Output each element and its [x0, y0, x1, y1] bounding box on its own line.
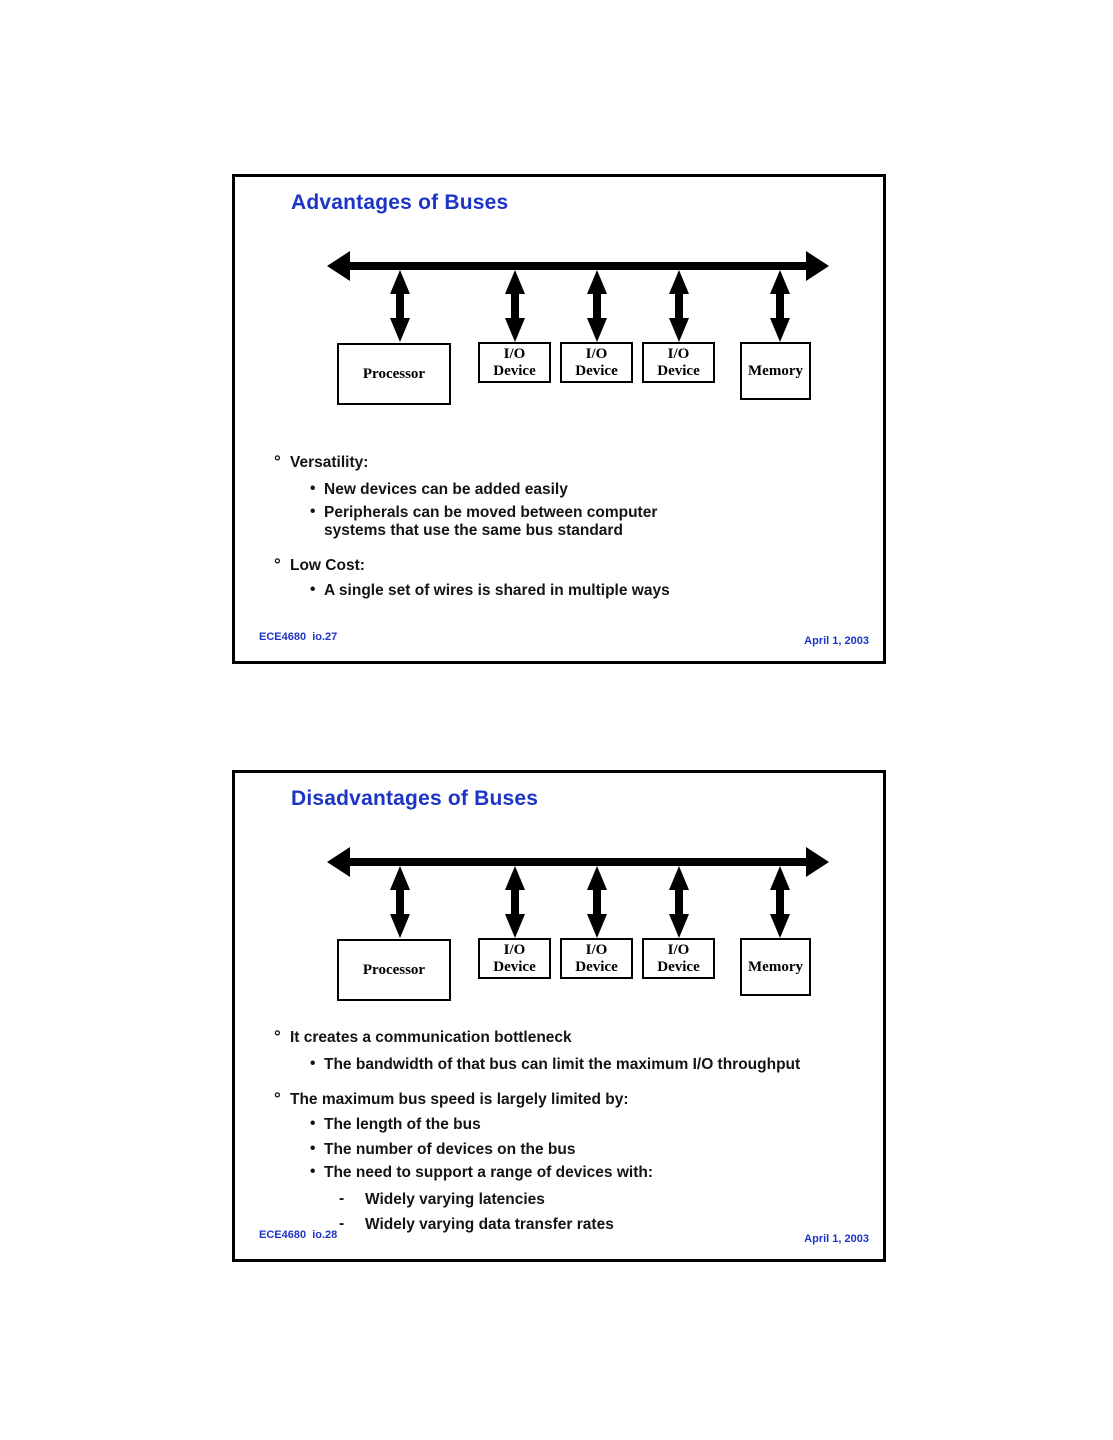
processor-box: Processor — [337, 343, 451, 405]
degree-bullet-icon: ° — [274, 555, 281, 574]
arrow-shaft — [396, 888, 404, 916]
double-arrow-icon — [770, 270, 790, 342]
bullet-item: °It creates a communication bottleneck — [274, 1027, 572, 1047]
arrow-shaft — [593, 888, 601, 916]
dot-bullet-icon: • — [310, 1055, 316, 1072]
arrowhead-down-icon — [669, 914, 689, 938]
bullet-item: •Peripherals can be moved between comput… — [310, 503, 658, 539]
dash-bullet-icon: - — [339, 1190, 345, 1207]
memory-box: Memory — [740, 938, 811, 996]
slide-footer-date: April 1, 2003 — [804, 1233, 869, 1245]
bullet-item: •The need to support a range of devices … — [310, 1163, 653, 1181]
arrowhead-up-icon — [505, 270, 525, 294]
double-arrow-icon — [505, 270, 525, 342]
arrowhead-down-icon — [587, 318, 607, 342]
arrow-shaft — [593, 292, 601, 320]
arrowhead-up-icon — [669, 866, 689, 890]
arrowhead-down-icon — [770, 318, 790, 342]
arrowhead-up-icon — [770, 866, 790, 890]
dot-bullet-icon: • — [310, 1163, 316, 1180]
degree-bullet-icon: ° — [274, 1027, 281, 1046]
bullet-item: °Versatility: — [274, 452, 369, 472]
processor-box: Processor — [337, 939, 451, 1001]
double-arrow-icon — [390, 270, 410, 342]
bullet-item: -Widely varying data transfer rates — [339, 1215, 614, 1233]
bus-line — [348, 262, 808, 270]
double-arrow-icon — [587, 270, 607, 342]
arrow-shaft — [511, 292, 519, 320]
double-arrow-icon — [770, 866, 790, 938]
bullet-item: •The bandwidth of that bus can limit the… — [310, 1055, 801, 1073]
arrow-shaft — [396, 292, 404, 320]
io-device-box: I/O Device — [642, 342, 715, 383]
arrow-shaft — [776, 292, 784, 320]
arrowhead-down-icon — [390, 318, 410, 342]
dot-bullet-icon: • — [310, 1140, 316, 1157]
arrow-shaft — [675, 292, 683, 320]
double-arrow-icon — [587, 866, 607, 938]
dot-bullet-icon: • — [310, 1115, 316, 1132]
arrowhead-down-icon — [505, 318, 525, 342]
double-arrow-icon — [390, 866, 410, 938]
slide-footer-date: April 1, 2003 — [804, 635, 869, 647]
arrowhead-up-icon — [587, 270, 607, 294]
memory-box: Memory — [740, 342, 811, 400]
bullet-item: •The number of devices on the bus — [310, 1140, 576, 1158]
bus-diagram: Processor I/O Device I/O Device I/O Devi… — [235, 177, 883, 412]
arrow-shaft — [776, 888, 784, 916]
dot-bullet-icon: • — [310, 581, 316, 598]
arrowhead-down-icon — [390, 914, 410, 938]
arrowhead-down-icon — [505, 914, 525, 938]
double-arrow-icon — [505, 866, 525, 938]
bus-left-arrowhead-icon — [327, 847, 350, 877]
io-device-box: I/O Device — [560, 938, 633, 979]
bus-right-arrowhead-icon — [806, 847, 829, 877]
bus-left-arrowhead-icon — [327, 251, 350, 281]
arrowhead-up-icon — [390, 866, 410, 890]
bullet-item: •The length of the bus — [310, 1115, 481, 1133]
arrowhead-down-icon — [669, 318, 689, 342]
slide-footer-id: ECE4680 io.27 — [259, 631, 338, 643]
double-arrow-icon — [669, 270, 689, 342]
bullet-item: -Widely varying latencies — [339, 1190, 545, 1208]
arrowhead-up-icon — [390, 270, 410, 294]
arrowhead-up-icon — [770, 270, 790, 294]
io-device-box: I/O Device — [560, 342, 633, 383]
slide-disadvantages-of-buses: Disadvantages of Buses Processor I/O Dev… — [232, 770, 886, 1262]
slide-title: Disadvantages of Buses — [291, 787, 539, 810]
bullet-item: •A single set of wires is shared in mult… — [310, 581, 670, 599]
double-arrow-icon — [669, 866, 689, 938]
slide-footer-id: ECE4680 io.28 — [259, 1229, 338, 1241]
bus-line — [348, 858, 808, 866]
slide-advantages-of-buses: Advantages of Buses Processor I/O Device… — [232, 174, 886, 664]
io-device-box: I/O Device — [642, 938, 715, 979]
bullet-item: •New devices can be added easily — [310, 480, 568, 498]
dot-bullet-icon: • — [310, 503, 316, 520]
dash-bullet-icon: - — [339, 1215, 345, 1232]
slide-title: Advantages of Buses — [291, 191, 509, 214]
io-device-box: I/O Device — [478, 938, 551, 979]
arrowhead-down-icon — [770, 914, 790, 938]
bus-right-arrowhead-icon — [806, 251, 829, 281]
arrowhead-up-icon — [587, 866, 607, 890]
degree-bullet-icon: ° — [274, 1089, 281, 1108]
bullet-item: °Low Cost: — [274, 555, 365, 575]
dot-bullet-icon: • — [310, 480, 316, 497]
arrowhead-up-icon — [505, 866, 525, 890]
arrow-shaft — [511, 888, 519, 916]
arrowhead-down-icon — [587, 914, 607, 938]
arrowhead-up-icon — [669, 270, 689, 294]
bus-diagram: Processor I/O Device I/O Device I/O Devi… — [235, 773, 883, 1008]
bullet-item: °The maximum bus speed is largely limite… — [274, 1089, 629, 1109]
degree-bullet-icon: ° — [274, 452, 281, 471]
io-device-box: I/O Device — [478, 342, 551, 383]
arrow-shaft — [675, 888, 683, 916]
